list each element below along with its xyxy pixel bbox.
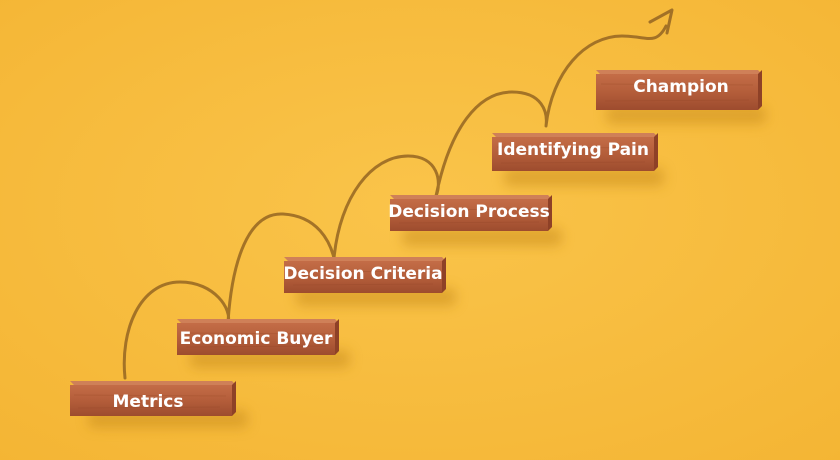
step-block-champion: Champion [596,70,762,110]
block-top [492,133,658,137]
block-end [232,381,236,416]
block-front [177,323,335,355]
wood-grain [77,406,221,409]
wood-grain [398,221,540,224]
step-label: Identifying Pain [497,140,649,160]
block-end [654,133,658,171]
step-label: Metrics [113,392,184,412]
block-top [177,319,339,323]
wood-grain [500,161,646,164]
block-end [548,195,552,231]
wood-grain [604,99,750,102]
wood-grain [394,208,544,211]
block-front [390,199,548,231]
block-top [596,70,762,74]
step-block-decision-process: Decision Process [388,195,552,231]
step-label: Decision Criteria [283,264,442,284]
wood-grain [292,283,434,286]
step-label: Economic Buyer [180,329,333,349]
shadow-6 [606,106,766,124]
shadow-5 [504,168,664,186]
block-front [284,261,442,293]
block-top [70,381,236,385]
step-label: Champion [633,77,729,97]
block-top [390,195,552,199]
wood-grain [185,345,327,348]
block-front [596,74,758,110]
block-end [335,319,339,355]
block-top [284,257,446,261]
arrow-path [122,8,674,380]
arrow-curve [122,24,668,380]
wood-grain [73,394,227,397]
step-block-metrics: Metrics [70,381,236,416]
step-block-identifying-pain: Identifying Pain [492,133,658,171]
wood-grain [496,146,650,149]
block-front [492,137,654,171]
shadow-4 [402,228,562,246]
block-end [442,257,446,293]
step-block-decision-criteria: Decision Criteria [283,257,446,293]
wood-grain [600,83,754,86]
arrow-head [648,8,674,35]
wood-grain [181,332,331,335]
block-end [758,70,762,110]
step-block-economic-buyer: Economic Buyer [177,319,339,355]
block-front [70,385,232,416]
wood-grain [288,270,438,273]
step-label: Decision Process [388,202,550,222]
